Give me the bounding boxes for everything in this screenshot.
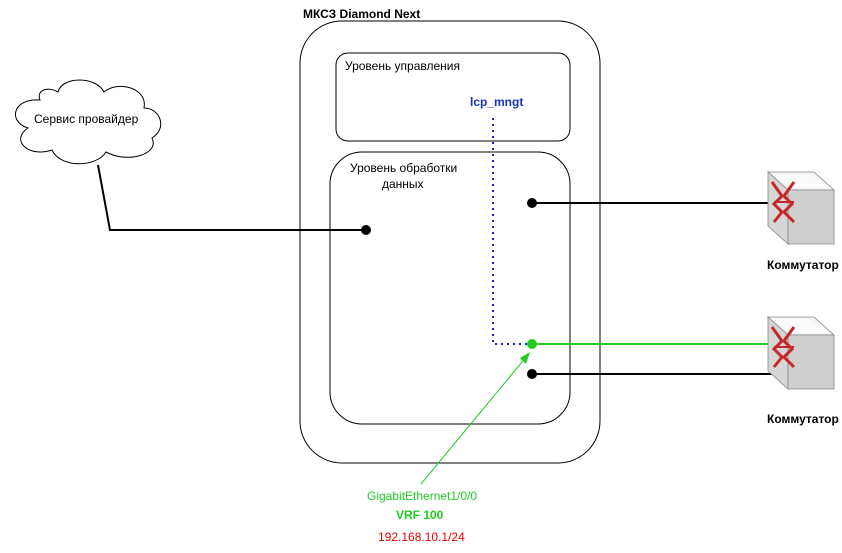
provider-link [97, 164, 366, 231]
provider-port-dot [361, 225, 371, 235]
data-level-box [329, 151, 571, 425]
interface-arrowhead [520, 352, 530, 364]
switch2-port-dot [527, 369, 537, 379]
vrf-label: VRF 100 [396, 508, 444, 522]
control-level-box [335, 52, 571, 142]
switch-icon [766, 316, 836, 390]
cloud-label: Сервис провайдер [34, 112, 139, 126]
interface-arrow [420, 355, 528, 485]
data-level-label-line2: данных [382, 177, 424, 191]
switch-icon [766, 171, 836, 245]
device-title: МКСЗ Diamond Next [303, 7, 420, 21]
data-level-label-line1: Уровень обработки [350, 161, 457, 175]
control-level-label: Уровень управления [345, 59, 460, 73]
ip-address: 192.168.10.1/24 [378, 530, 465, 544]
mgmt-link [492, 118, 532, 345]
switch2-label: Коммутатор [767, 412, 839, 426]
interface-name: GigabitEthernet1/0/0 [367, 489, 477, 503]
cloud-shape [15, 79, 162, 165]
switch1-port-dot [527, 198, 537, 208]
switch1-label: Коммутатор [767, 258, 839, 272]
lcp-mngt-label: lcp_mngt [470, 95, 523, 109]
green-port-dot [527, 339, 537, 349]
